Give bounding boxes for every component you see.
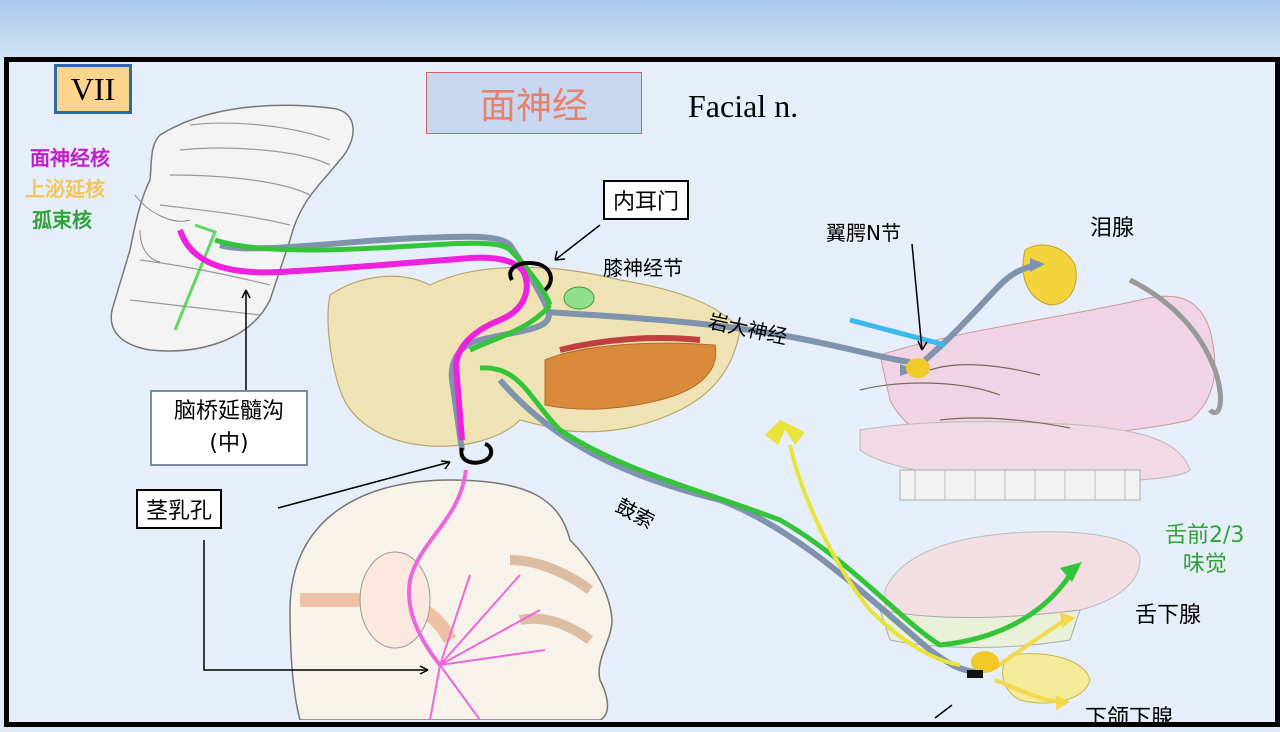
label-pointers (203, 224, 953, 719)
pontomedullary-sulcus-text: 脑桥延髓沟 (173, 399, 284, 424)
motor-pathway (177, 228, 546, 720)
label-sublingual-gland: 舌下腺 (1135, 603, 1202, 628)
lingual-nerve (765, 420, 1075, 710)
label-geniculate-ganglion: 膝神经节 (603, 256, 683, 280)
label-stylomastoid-foramen: 茎乳孔 (136, 489, 223, 529)
anterior-taste-line1: 舌前2/3 (1165, 523, 1245, 548)
anterior-taste-line2: 味觉 (1182, 551, 1227, 577)
temporal-bone-illustration (327, 266, 741, 447)
nasal-cavity-illustration (859, 244, 1223, 501)
label-internal-acoustic-meatus: 内耳门 (603, 180, 690, 220)
slide-title-cn: 面神经 (426, 72, 642, 134)
legend-superior-salivatory-nucleus: 上泌延核 (25, 177, 105, 201)
pontomedullary-sulcus-subtext: (中) (209, 430, 249, 456)
tongue-glands-illustration (879, 531, 1141, 704)
face-head-illustration (289, 479, 613, 720)
label-anterior-taste: 舌前2/3 味觉 (1165, 522, 1244, 579)
slide-title-en: Facial n. (688, 88, 799, 124)
geniculate-ganglion (563, 286, 595, 310)
ganglion-marker (967, 670, 983, 678)
label-pterygopalatine-ganglion: 翼腭N节 (826, 221, 901, 245)
stylomastoid-foramen-marker (459, 442, 494, 465)
slide-background-sky (0, 0, 1280, 62)
label-lacrimal-gland: 泪腺 (1090, 216, 1135, 241)
sympathetic-highlight (849, 317, 946, 348)
internal-acoustic-meatus-marker (508, 261, 553, 292)
legend-facial-nucleus: 面神经核 (30, 146, 110, 170)
pterygopalatine-ganglion (906, 358, 930, 378)
chapter-badge: VII (54, 64, 132, 114)
label-pontomedullary-sulcus: 脑桥延髓沟 (中) (150, 390, 308, 466)
label-submandibular-gland: 下颌下腺 (1085, 706, 1174, 731)
submandibular-ganglion (971, 651, 999, 673)
legend-solitary-nucleus: 孤束核 (32, 208, 92, 232)
brainstem-illustration (110, 104, 354, 352)
taste-pathway (173, 223, 1082, 648)
